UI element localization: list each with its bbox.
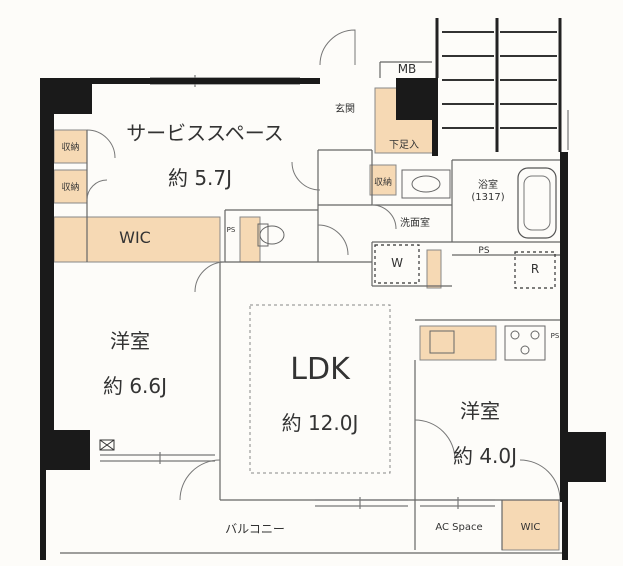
wall-corner-se — [568, 432, 606, 482]
storage-fill-2 — [53, 169, 88, 204]
toilet — [257, 223, 269, 247]
service-space-size: 約 5.7J — [167, 166, 233, 190]
ac-space-label: AC Space — [435, 522, 483, 533]
wic-west-fill — [53, 216, 221, 263]
wall-south-stub — [40, 470, 46, 560]
service-space-label: サービススペース — [126, 121, 284, 145]
wall-corner-sw — [40, 430, 90, 470]
storage-label-3: 収納 — [373, 178, 392, 188]
washroom-shelf-fill — [426, 249, 442, 289]
wall-south-east-stub — [562, 500, 568, 560]
washroom-label: 洗面室 — [400, 218, 430, 229]
kitchen-sink — [429, 330, 455, 354]
staircase — [435, 18, 562, 152]
fridge-box — [514, 251, 556, 289]
toilet-fill — [239, 216, 261, 263]
wall-east — [560, 152, 568, 502]
stove — [504, 325, 546, 361]
wic-east-label: WIC — [520, 522, 541, 533]
western-room-a-label: 洋室 — [110, 329, 150, 353]
washbasin — [401, 169, 451, 199]
stair-treads — [442, 31, 557, 129]
wic-west-label: WIC — [119, 228, 151, 247]
storage-label-1: 収納 — [61, 143, 80, 153]
wall-west-top — [40, 78, 54, 263]
wic-east-fill — [501, 499, 560, 551]
balcony-label: バルコニー — [225, 522, 285, 536]
wall-north — [92, 78, 320, 84]
washer-box — [374, 244, 420, 284]
bathroom-size: (1317) — [471, 192, 505, 203]
ldk-label: LDK — [290, 352, 350, 387]
western-room-a-size: 約 6.6J — [102, 374, 168, 398]
vent-symbol — [99, 439, 115, 451]
washer-label: W — [391, 256, 403, 270]
bathtub — [517, 167, 557, 239]
ps-label-2: PS — [478, 246, 490, 256]
mb-label: MB — [397, 62, 417, 76]
ldk-size: 約 12.0J — [281, 411, 359, 435]
bathroom-label: 浴室 — [478, 180, 498, 191]
kitchen-counter-fill — [419, 325, 497, 361]
wall-stair-edge — [432, 78, 438, 156]
storage-label-2: 収納 — [61, 183, 80, 193]
wall-west — [40, 262, 54, 470]
fridge-label: R — [530, 262, 540, 276]
ps-label-3: PS — [550, 332, 560, 340]
wall-corner-nw — [40, 78, 92, 114]
western-room-b-label: 洋室 — [460, 399, 500, 423]
wall-mb-block — [396, 78, 438, 120]
western-room-b-size: 約 4.0J — [452, 444, 518, 468]
shoe-storage-label: 下足入 — [389, 140, 419, 151]
ldk-dashed-area — [249, 304, 391, 474]
storage-fill-3 — [369, 164, 397, 196]
entrance-label: 玄関 — [335, 104, 355, 115]
ps-label-1: PS — [226, 226, 236, 234]
